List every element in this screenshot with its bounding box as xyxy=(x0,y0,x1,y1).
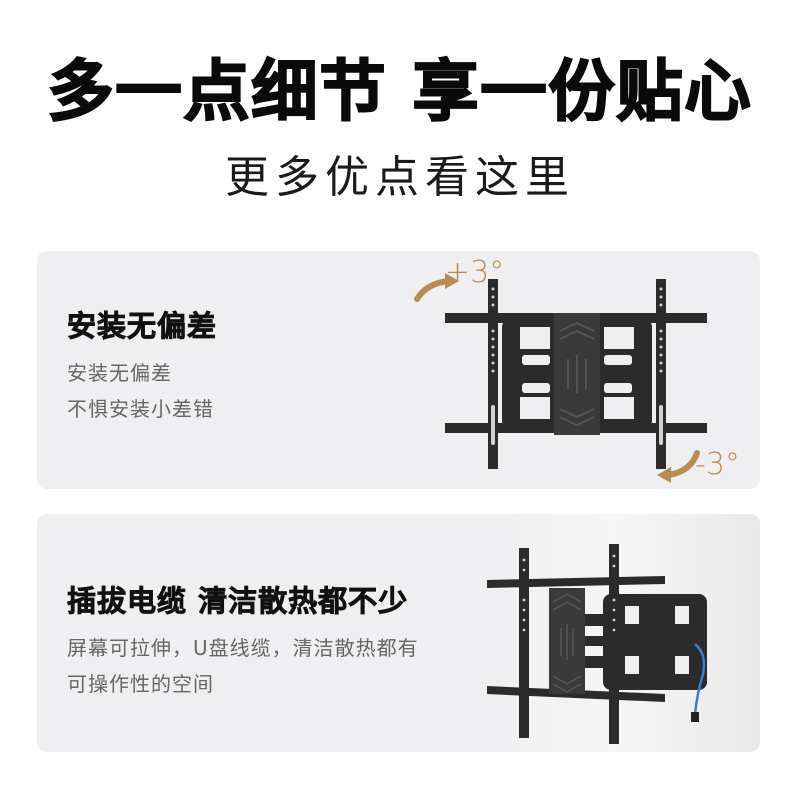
tilt-up-arrow-icon xyxy=(414,273,459,302)
tilt-down-label: -3° xyxy=(695,447,740,482)
feature-card-cable: 插拔电缆 清洁散热都不少 屏幕可拉伸，U盘线缆，清洁散热都有 可操作性的空间 xyxy=(37,514,760,752)
card-title: 插拔电缆 清洁散热都不少 xyxy=(67,584,409,619)
card-desc-line: 屏幕可拉伸，U盘线缆，清洁散热都有 xyxy=(67,636,419,660)
page-headline: 多一点细节 享一份贴心 xyxy=(47,52,753,131)
card-title: 安装无偏差 xyxy=(67,309,218,344)
cable-icon xyxy=(693,643,706,715)
card-description: 屏幕可拉伸，U盘线缆，清洁散热都有 可操作性的空间 xyxy=(67,630,419,702)
tilt-down-arrow-icon xyxy=(657,450,700,483)
wall-mount-extended-image xyxy=(487,544,707,744)
card-desc-line: 可操作性的空间 xyxy=(67,672,214,696)
feature-card-install: 安装无偏差 安装无偏差 不惧安装小差错 +3° -3° xyxy=(37,251,760,489)
card-description: 安装无偏差 不惧安装小差错 xyxy=(67,355,214,427)
card-desc-line: 不惧安装小差错 xyxy=(67,397,214,421)
wall-mount-front-image xyxy=(445,279,707,469)
page-subheadline: 更多优点看这里 xyxy=(225,152,575,203)
card-desc-line: 安装无偏差 xyxy=(67,361,172,385)
